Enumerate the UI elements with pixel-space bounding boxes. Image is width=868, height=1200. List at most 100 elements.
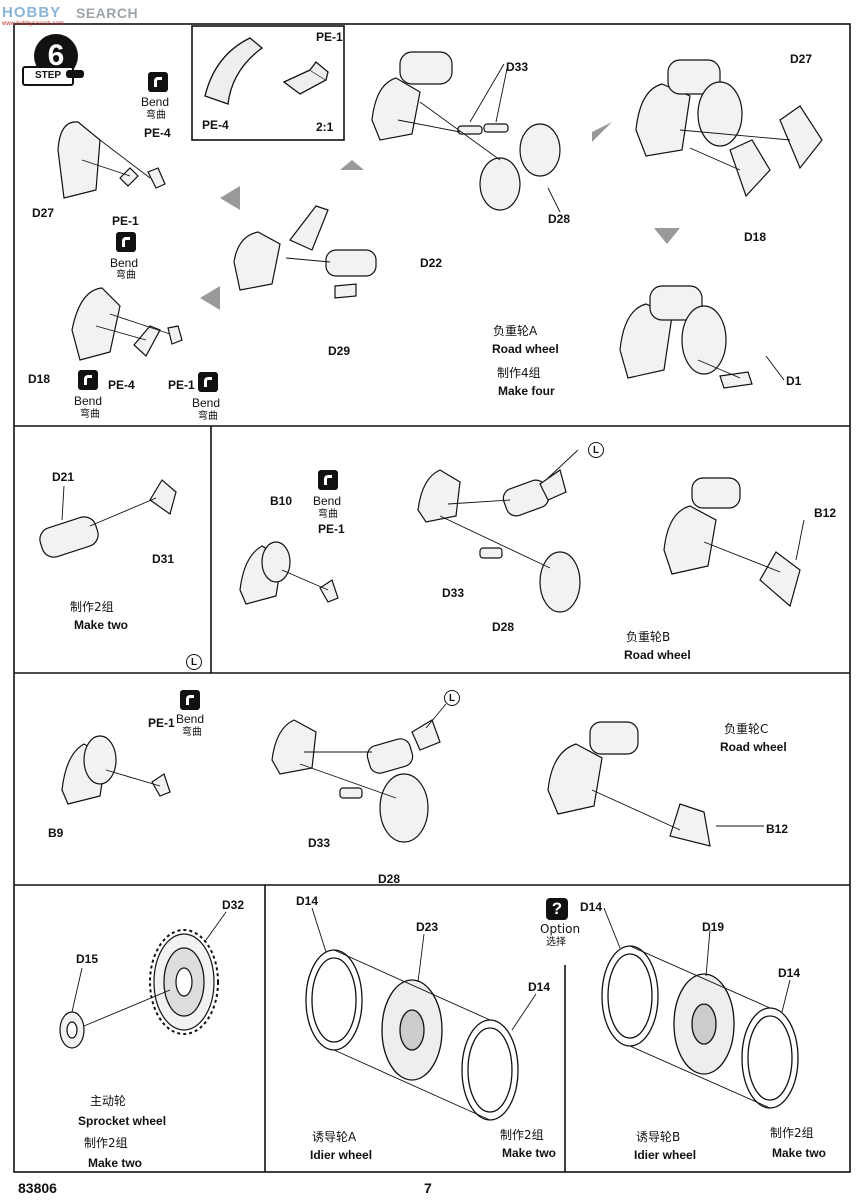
part-label-pe1: PE-1	[148, 716, 175, 730]
bend-label-cn: 弯曲	[198, 411, 218, 422]
bend-label-cn: 弯曲	[116, 270, 136, 281]
part-label-d14: D14	[778, 966, 801, 980]
bend-icon	[116, 232, 136, 252]
part-label-d28: D28	[548, 212, 571, 226]
part-label-d14: D14	[528, 980, 551, 994]
part-label-d15: D15	[76, 952, 99, 966]
option-icon: ?	[546, 898, 568, 920]
part-label-d19: D19	[702, 920, 725, 934]
bend-label-cn: 弯曲	[182, 727, 202, 738]
section5-make-en: Make two	[88, 1156, 143, 1170]
brand-sub-text: www.hobbysearch.com	[2, 21, 64, 27]
part-label-d32: D32	[222, 898, 245, 912]
part-label-pe1: PE-1	[318, 522, 345, 536]
inset-label-pe4: PE-4	[202, 118, 229, 132]
section1-title-cn: 负重轮A	[493, 324, 538, 338]
section3-title-cn: 负重轮B	[626, 630, 671, 644]
bend-label-en: Bend	[74, 394, 103, 408]
section6-title-cn: 诱导轮A	[312, 1130, 357, 1144]
part-label-d29: D29	[328, 344, 351, 358]
page-number: 7	[424, 1180, 432, 1196]
section4-title-en: Road wheel	[720, 740, 787, 754]
part-label-b12: B12	[766, 822, 789, 836]
section2-make-cn: 制作2组	[70, 600, 114, 614]
part-label-d31: D31	[152, 552, 175, 566]
bend-label-cn: 弯曲	[146, 110, 166, 121]
bend-icon	[78, 370, 98, 390]
bend-icon	[148, 72, 168, 92]
part-label-d14: D14	[580, 900, 603, 914]
part-label-d1: D1	[786, 374, 802, 388]
part-label-pe4: PE-4	[108, 378, 135, 392]
bend-label-en: Bend	[141, 95, 170, 109]
section1-make-cn: 制作4组	[497, 366, 541, 380]
section7-make-en: Make two	[772, 1146, 827, 1160]
part-label-d33: D33	[506, 60, 529, 74]
part-label-d27: D27	[32, 206, 55, 220]
part-label-pe1: PE-1	[112, 214, 139, 228]
part-label-d22: D22	[420, 256, 443, 270]
option-label-cn: 选择	[546, 937, 566, 948]
tank-silhouette-icon	[66, 70, 84, 78]
bend-icon	[318, 470, 338, 490]
section1-make-en: Make four	[498, 384, 555, 398]
section4-title-cn: 负重轮C	[724, 722, 769, 736]
part-label-pe1: PE-1	[168, 378, 195, 392]
part-label-d28: D28	[492, 620, 515, 634]
bend-label-en: Bend	[110, 256, 139, 270]
bend-label-cn: 弯曲	[318, 509, 338, 520]
section6-title-en: Idier wheel	[310, 1148, 373, 1162]
bend-label-cn: 弯曲	[80, 409, 100, 420]
section6-make-en: Make two	[502, 1146, 557, 1160]
inset-scale: 2:1	[316, 120, 334, 134]
section7-title-cn: 诱导轮B	[636, 1130, 681, 1144]
bend-icon	[198, 372, 218, 392]
lock-symbol-icon: L	[444, 690, 460, 706]
part-label-d21: D21	[52, 470, 75, 484]
bend-label-en: Bend	[176, 712, 205, 726]
part-label-b9: B9	[48, 826, 64, 840]
brand-logo-text: HOBBY	[2, 4, 62, 21]
lock-symbol-icon: L	[588, 442, 604, 458]
step-badge: 6 STEP	[22, 34, 88, 92]
section3-title-en: Road wheel	[624, 648, 691, 662]
section2-make-en: Make two	[74, 618, 129, 632]
bend-icon	[180, 690, 200, 710]
brand-search-text: SEARCH	[76, 5, 139, 21]
part-label-b10: B10	[270, 494, 293, 508]
section1-title-en: Road wheel	[492, 342, 559, 356]
bend-label-en: Bend	[192, 396, 221, 410]
kit-number: 83806	[18, 1180, 57, 1196]
section5-title-cn: 主动轮	[90, 1094, 127, 1108]
section5-make-cn: 制作2组	[84, 1136, 128, 1150]
section7-title-en: Idier wheel	[634, 1148, 697, 1162]
step-label-box: STEP	[22, 66, 74, 86]
part-label-d18: D18	[28, 372, 51, 386]
part-label-d18: D18	[744, 230, 767, 244]
part-label-d33: D33	[442, 586, 465, 600]
option-label-en: Option	[540, 922, 581, 936]
brand-logo: HOBBY SEARCH www.hobbysearch.com	[0, 4, 170, 27]
part-label-b12: B12	[814, 506, 837, 520]
lock-symbol-icon: L	[186, 654, 202, 670]
part-label-pe4: PE-4	[144, 126, 171, 140]
part-label-d33: D33	[308, 836, 331, 850]
section6-make-cn: 制作2组	[500, 1128, 544, 1142]
part-label-d27: D27	[790, 52, 813, 66]
bend-label-en: Bend	[313, 494, 342, 508]
part-label-d14: D14	[296, 894, 319, 908]
inset-label-pe1: PE-1	[316, 30, 343, 44]
section7-make-cn: 制作2组	[770, 1126, 814, 1140]
section5-title-en: Sprocket wheel	[78, 1114, 167, 1128]
part-label-d28: D28	[378, 872, 401, 886]
part-label-d23: D23	[416, 920, 439, 934]
